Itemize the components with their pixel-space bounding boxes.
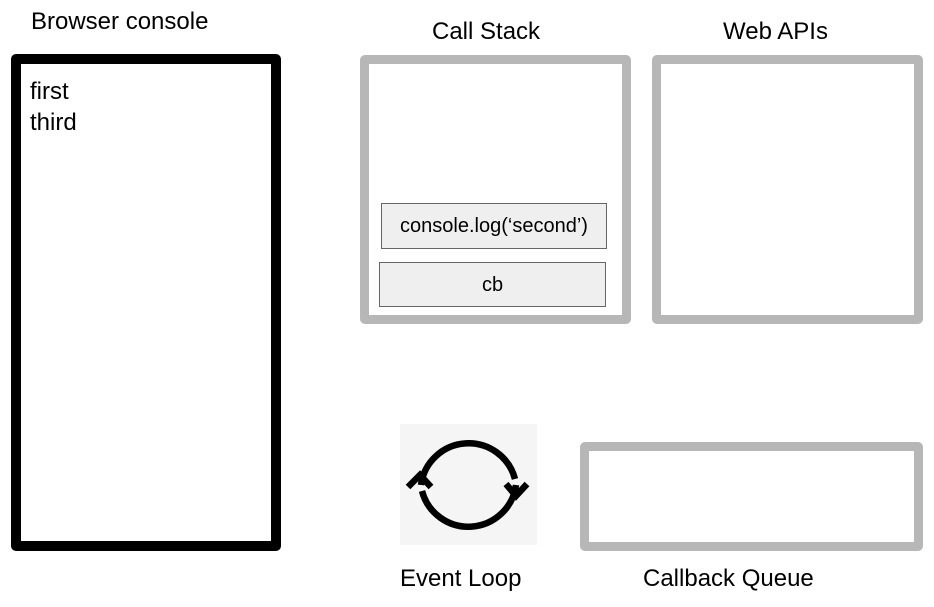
stack-frame: cb — [379, 262, 606, 307]
event-loop-title: Event Loop — [400, 565, 522, 592]
callback-queue-title: Callback Queue — [643, 565, 814, 592]
web-apis-title: Web APIs — [723, 18, 828, 45]
stack-frame: console.log(‘second’) — [381, 203, 607, 249]
console-line: first — [30, 78, 69, 105]
console-line: third — [30, 109, 77, 136]
callback-queue-panel — [580, 442, 923, 551]
browser-console-panel: first third — [11, 54, 281, 551]
web-apis-panel — [652, 55, 923, 324]
browser-console-title: Browser console — [31, 8, 209, 35]
console-output: first third — [30, 76, 77, 138]
call-stack-title: Call Stack — [432, 18, 541, 45]
refresh-cycle-icon — [400, 424, 537, 545]
